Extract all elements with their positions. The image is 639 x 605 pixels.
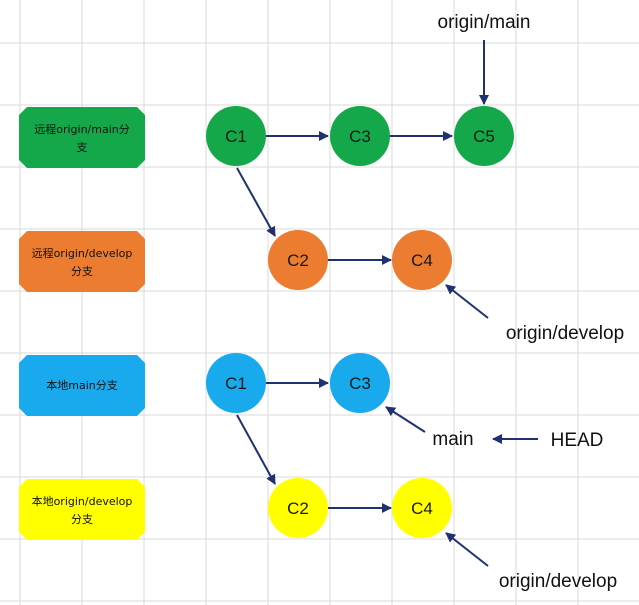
branch-label-remote-main-line1: 远程origin/main分 bbox=[34, 123, 130, 136]
svg-text:C4: C4 bbox=[411, 499, 433, 518]
svg-text:C3: C3 bbox=[349, 374, 371, 393]
commit-node-local-c4: C4 bbox=[392, 478, 452, 538]
svg-text:C5: C5 bbox=[473, 127, 495, 146]
commit-node-local-c2: C2 bbox=[268, 478, 328, 538]
commit-node-local-c1: C1 bbox=[206, 353, 266, 413]
ref-label-head: HEAD bbox=[551, 430, 604, 451]
commit-node-local-c3: C3 bbox=[330, 353, 390, 413]
commit-node-remote-c5: C5 bbox=[454, 106, 514, 166]
ref-label-origin-develop-local: origin/develop bbox=[499, 571, 617, 592]
branch-label-local-develop-line2: 分支 bbox=[71, 513, 93, 526]
commit-node-remote-c1: C1 bbox=[206, 106, 266, 166]
svg-text:C4: C4 bbox=[411, 251, 433, 270]
branch-label-remote-main: 远程origin/main分 支 bbox=[19, 107, 145, 168]
pointer-arrow-origin-develop-local bbox=[445, 532, 489, 567]
commit-node-remote-c3: C3 bbox=[330, 106, 390, 166]
branch-label-local-main-line1: 本地main分支 bbox=[46, 378, 117, 392]
ref-label-origin-main: origin/main bbox=[438, 12, 531, 33]
commit-node-remote-c4: C4 bbox=[392, 230, 452, 290]
branch-label-remote-develop-line1: 远程origin/develop bbox=[32, 247, 133, 260]
svg-text:C1: C1 bbox=[225, 127, 247, 146]
edge-local-c1-c2 bbox=[236, 414, 276, 485]
ref-label-main: main bbox=[432, 429, 473, 450]
branch-label-local-main: 本地main分支 bbox=[19, 355, 145, 416]
svg-text:C2: C2 bbox=[287, 499, 309, 518]
edge-remote-c1-c2 bbox=[236, 167, 276, 237]
svg-text:C1: C1 bbox=[225, 374, 247, 393]
pointer-arrow-origin-develop-remote bbox=[445, 284, 489, 319]
branch-label-remote-develop-line2: 分支 bbox=[71, 265, 93, 278]
svg-text:C2: C2 bbox=[287, 251, 309, 270]
svg-text:C3: C3 bbox=[349, 127, 371, 146]
branch-label-local-develop: 本地origin/develop 分支 bbox=[19, 479, 145, 540]
branch-label-remote-main-line2: 支 bbox=[77, 141, 88, 154]
commit-node-remote-c2: C2 bbox=[268, 230, 328, 290]
ref-label-origin-develop-remote: origin/develop bbox=[506, 323, 624, 344]
branch-label-remote-develop: 远程origin/develop 分支 bbox=[19, 231, 145, 292]
pointer-arrow-main bbox=[385, 406, 426, 433]
branch-label-local-develop-line1: 本地origin/develop bbox=[32, 494, 133, 508]
